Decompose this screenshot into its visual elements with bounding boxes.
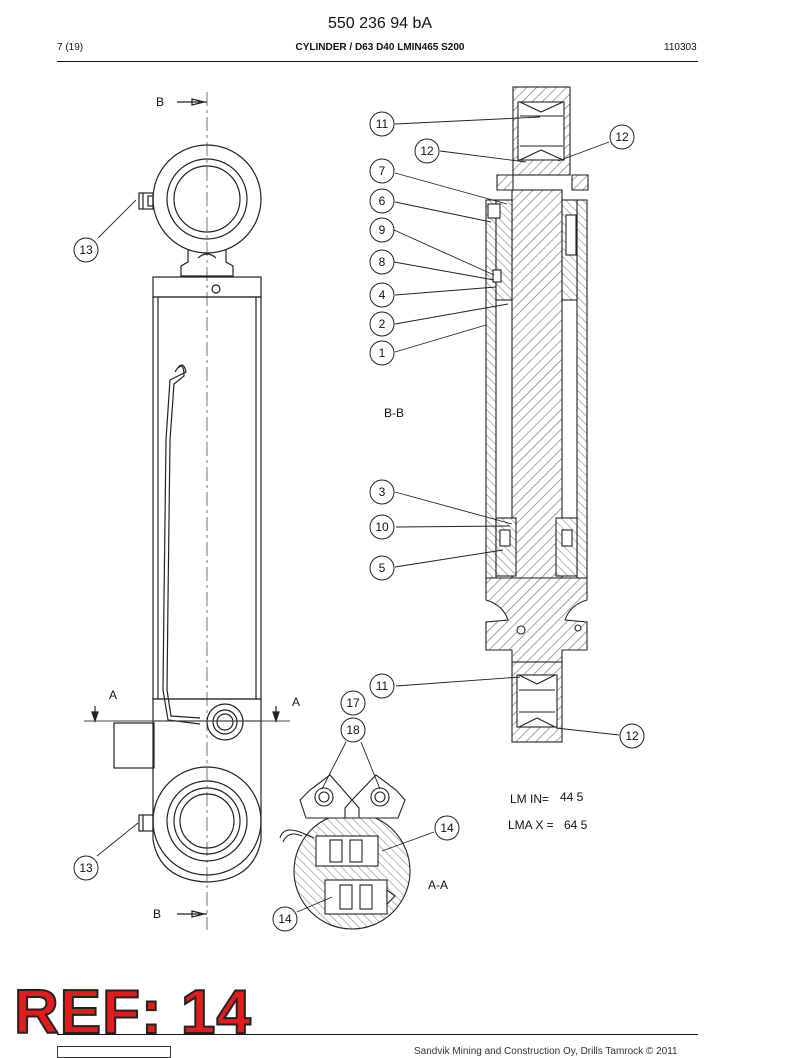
page-number: 7 (19) [57,42,84,53]
callout-6: 6 [369,188,395,214]
document-number: 550 236 94 bA [327,15,433,32]
cylinder-external-view [84,92,290,930]
svg-text:8: 8 [379,255,386,269]
svg-text:12: 12 [625,729,639,743]
callout-12-bottom: 12 [619,723,645,749]
callout-leaders [96,116,620,913]
document-title: CYLINDER / D63 D40 LMIN465 S200 [295,42,465,53]
footer-rule [57,1034,698,1035]
svg-text:13: 13 [79,861,93,875]
svg-text:7: 7 [379,164,386,178]
svg-text:17: 17 [346,696,360,710]
lmax-label: LMA X = [508,818,554,832]
svg-text:5: 5 [379,561,386,575]
callout-7: 7 [369,158,395,184]
svg-text:18: 18 [346,723,360,737]
callout-4: 4 [369,282,395,308]
svg-text:14: 14 [440,821,454,835]
callout-12-left: 12 [414,138,440,164]
callout-1: 1 [369,340,395,366]
lmin-label: LM IN= [510,792,549,806]
callout-14-left: 14 [272,906,298,932]
callout-17: 17 [340,690,366,716]
copyright-text: Sandvik Mining and Construction Oy, Dril… [414,1046,678,1057]
svg-text:13: 13 [79,243,93,257]
callout-12-right: 12 [609,124,635,150]
callout-13-bottom: 13 [73,855,99,881]
callout-11-bottom: 11 [369,673,395,699]
cut-label-b-top: B [156,95,164,109]
cut-label-a-right: A [292,695,300,709]
callout-9: 9 [369,217,395,243]
callout-3: 3 [369,479,395,505]
svg-text:12: 12 [420,144,434,158]
svg-text:10: 10 [375,520,389,534]
svg-text:1: 1 [379,346,386,360]
svg-text:3: 3 [379,485,386,499]
svg-text:6: 6 [379,194,386,208]
callout-2: 2 [369,311,395,337]
section-bb-label: B-B [384,406,404,420]
date-code: 110303 [664,42,697,53]
svg-text:2: 2 [379,317,386,331]
svg-text:9: 9 [379,223,386,237]
callout-13-top: 13 [73,237,99,263]
cut-label-b-bottom: B [153,907,161,921]
section-bb-view [485,86,589,743]
cut-label-a-left: A [109,688,117,702]
callout-18: 18 [340,717,366,743]
ref-stamp: REF: 14 [13,978,252,1047]
callout-14-right: 14 [434,815,460,841]
section-aa-label: A-A [428,878,448,892]
callout-5: 5 [369,555,395,581]
header-rule [57,61,698,62]
callout-11-top: 11 [369,111,395,137]
section-aa-view [279,774,411,930]
svg-text:11: 11 [376,117,389,131]
lmax-value: 64 5 [564,818,588,832]
callout-8: 8 [369,249,395,275]
callout-10: 10 [369,514,395,540]
svg-text:14: 14 [278,912,292,926]
lmin-value: 44 5 [560,790,584,804]
brand-logo-box [57,1046,171,1058]
svg-text:11: 11 [376,679,389,693]
svg-text:4: 4 [379,288,386,302]
svg-text:12: 12 [615,130,629,144]
